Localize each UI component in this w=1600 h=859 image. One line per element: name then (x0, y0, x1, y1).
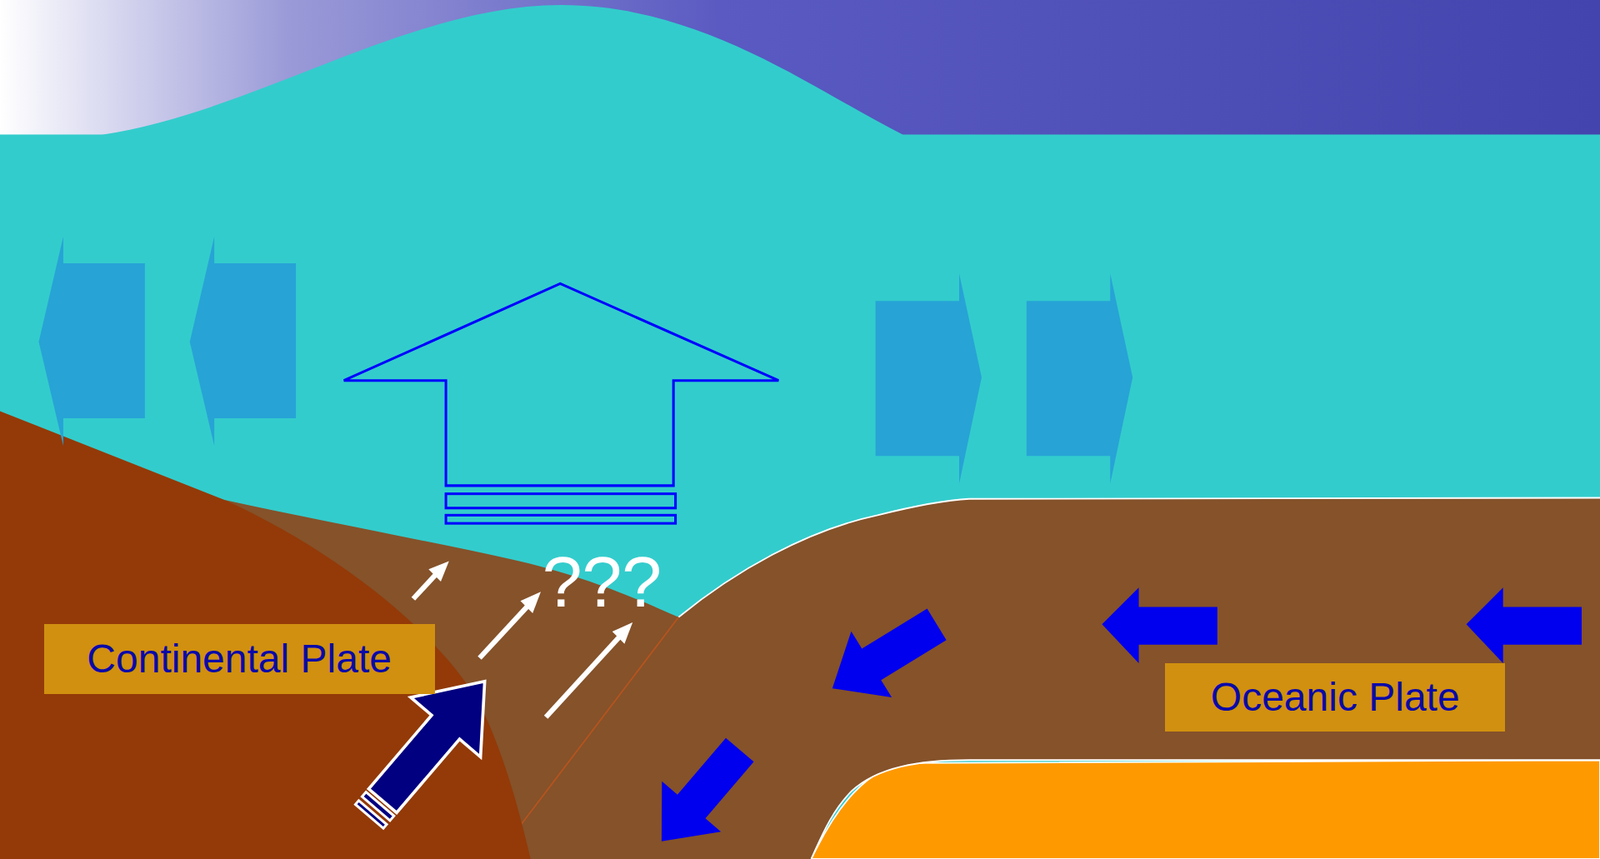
plate-boundary (495, 617, 679, 859)
plate-surface (678, 498, 1600, 618)
continental-plate (0, 410, 531, 859)
wave-arrow (875, 273, 982, 484)
plate-name: Continental Plate (86, 637, 392, 682)
plate-base (810, 760, 1600, 859)
uplift-bar (445, 494, 676, 509)
mantle (810, 760, 1600, 859)
plate-name: Oceanic Plate (1210, 675, 1460, 720)
uplift-bar (445, 515, 676, 524)
uplift-arrow (344, 283, 780, 485)
motion-arrow (1101, 587, 1217, 664)
oceanic-plate (495, 498, 1600, 859)
motion-arrow (811, 591, 957, 722)
plate-label-box: Oceanic Plate (1165, 663, 1505, 732)
wave-arrow (1026, 273, 1133, 484)
wave-arrow (39, 236, 145, 446)
motion-arrow (632, 725, 770, 859)
motion-arrow (1466, 587, 1582, 664)
plate-label-box: Continental Plate (44, 624, 435, 694)
question-marks: ??? (542, 545, 663, 618)
sea-water (0, 5, 1600, 859)
wave-arrow (190, 236, 296, 446)
